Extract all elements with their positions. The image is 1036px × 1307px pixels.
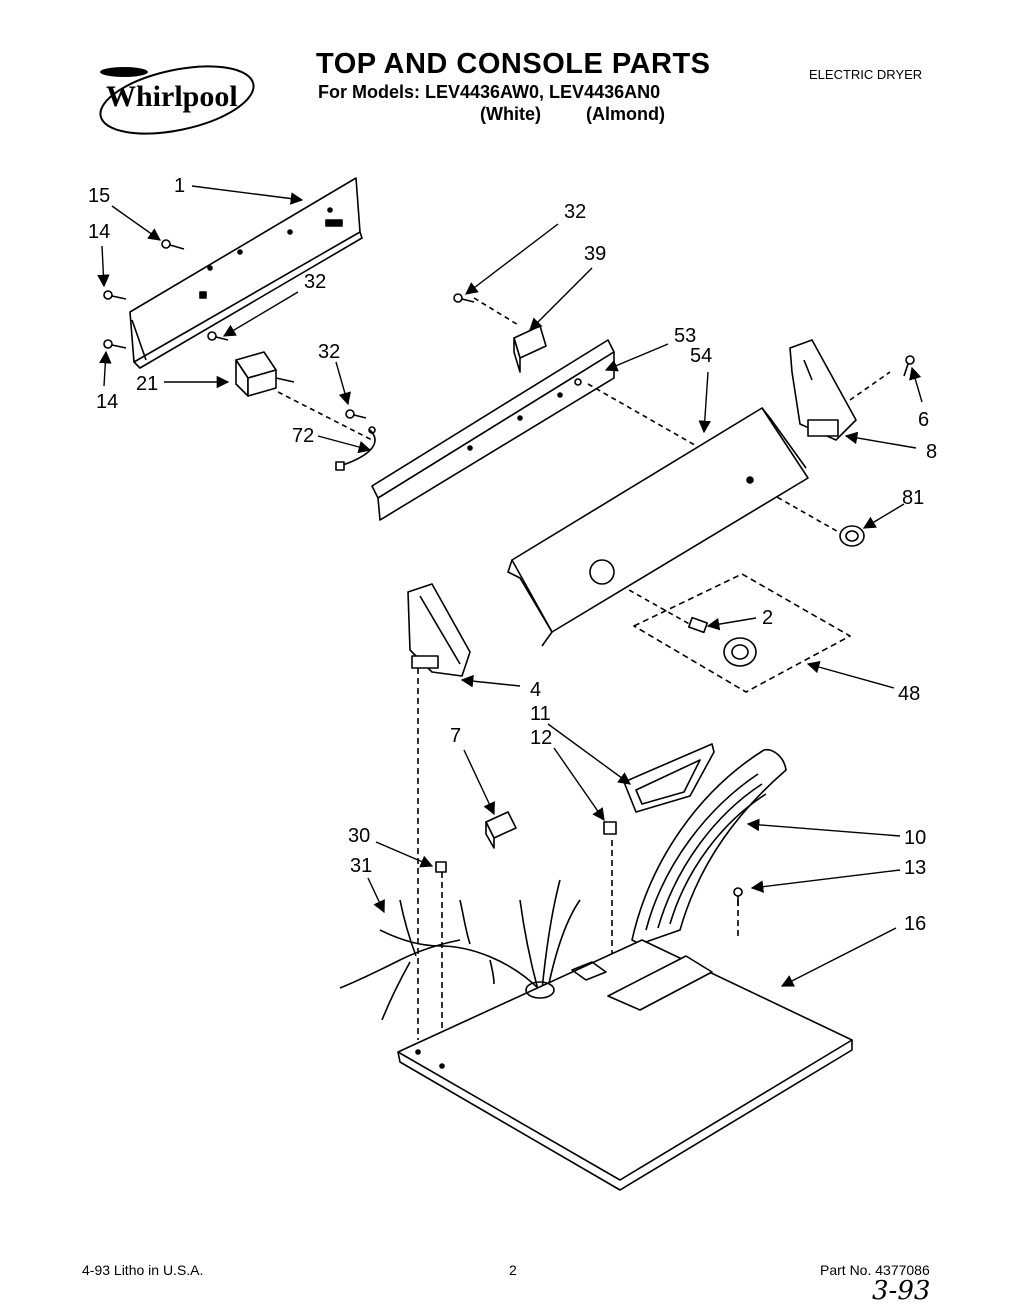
callout-30: 30 <box>348 825 370 847</box>
callout-32-left: 32 <box>304 271 326 293</box>
screw-32-left <box>207 331 229 341</box>
callout-32-top: 32 <box>564 201 586 223</box>
screw-32-mid <box>345 409 367 419</box>
screw-13 <box>733 887 743 906</box>
callout-39: 39 <box>584 243 606 265</box>
screw-6 <box>903 355 915 377</box>
models-line: For Models: LEV4436AW0, LEV4436AN0 <box>318 82 661 102</box>
lint-screen-10 <box>631 748 787 945</box>
callout-12: 12 <box>530 727 552 749</box>
wire-harness-31 <box>339 879 581 1021</box>
callout-10: 10 <box>904 827 926 849</box>
top-panel-16 <box>397 939 853 1191</box>
callout-54: 54 <box>690 345 712 367</box>
callout-15: 15 <box>88 185 110 207</box>
callout-2: 2 <box>762 607 773 629</box>
product-type: ELECTRIC DRYER <box>809 67 923 82</box>
handwritten-note: 3-93 <box>872 1276 931 1306</box>
variant-white: (White) <box>480 104 541 124</box>
lint-cover-11 <box>623 743 715 813</box>
door-switch-7 <box>485 811 517 849</box>
logo-wordmark: Whirlpool <box>106 80 238 113</box>
callout-53: 53 <box>674 325 696 347</box>
callout-32-mid: 32 <box>318 341 340 363</box>
footer-litho: 4-93 Litho in U.S.A. <box>82 1262 204 1278</box>
screw-14-lower <box>103 339 127 349</box>
page-title: TOP AND CONSOLE PARTS <box>316 48 711 80</box>
callout-21: 21 <box>136 373 158 395</box>
callout-1: 1 <box>174 175 185 197</box>
knob-81 <box>839 525 865 547</box>
callout-48: 48 <box>898 683 920 705</box>
knob-kit-48 <box>633 573 851 693</box>
callout-72: 72 <box>292 425 314 447</box>
callout-6: 6 <box>918 409 929 431</box>
switch-21 <box>235 351 295 397</box>
screw-14-upper <box>103 290 127 300</box>
screw-32-top <box>453 293 475 303</box>
callout-8: 8 <box>926 441 937 463</box>
variant-almond: (Almond) <box>586 104 665 124</box>
control-bracket-53 <box>371 339 615 521</box>
callout-14-upper: 14 <box>88 221 110 243</box>
end-cap-8 <box>789 339 857 441</box>
part-number: Part No. 4377086 <box>820 1262 930 1278</box>
page-number: 2 <box>509 1262 517 1278</box>
callout-11: 11 <box>530 703 551 725</box>
callout-14-lower: 14 <box>96 391 118 413</box>
callout-13: 13 <box>904 857 926 879</box>
callout-16: 16 <box>904 913 926 935</box>
callout-31: 31 <box>350 855 372 877</box>
callout-7: 7 <box>450 725 461 747</box>
screw-15 <box>161 239 185 250</box>
end-cap-4 <box>407 583 471 677</box>
whirlpool-logo: Whirlpool <box>99 65 255 135</box>
rear-console-panel <box>129 177 363 369</box>
callout-81: 81 <box>902 487 924 509</box>
switch-39 <box>513 325 547 373</box>
clip-12 <box>603 821 617 835</box>
callout-4: 4 <box>530 679 541 701</box>
clip-30 <box>435 861 447 873</box>
console-54 <box>507 407 809 647</box>
wire-72 <box>335 426 376 471</box>
